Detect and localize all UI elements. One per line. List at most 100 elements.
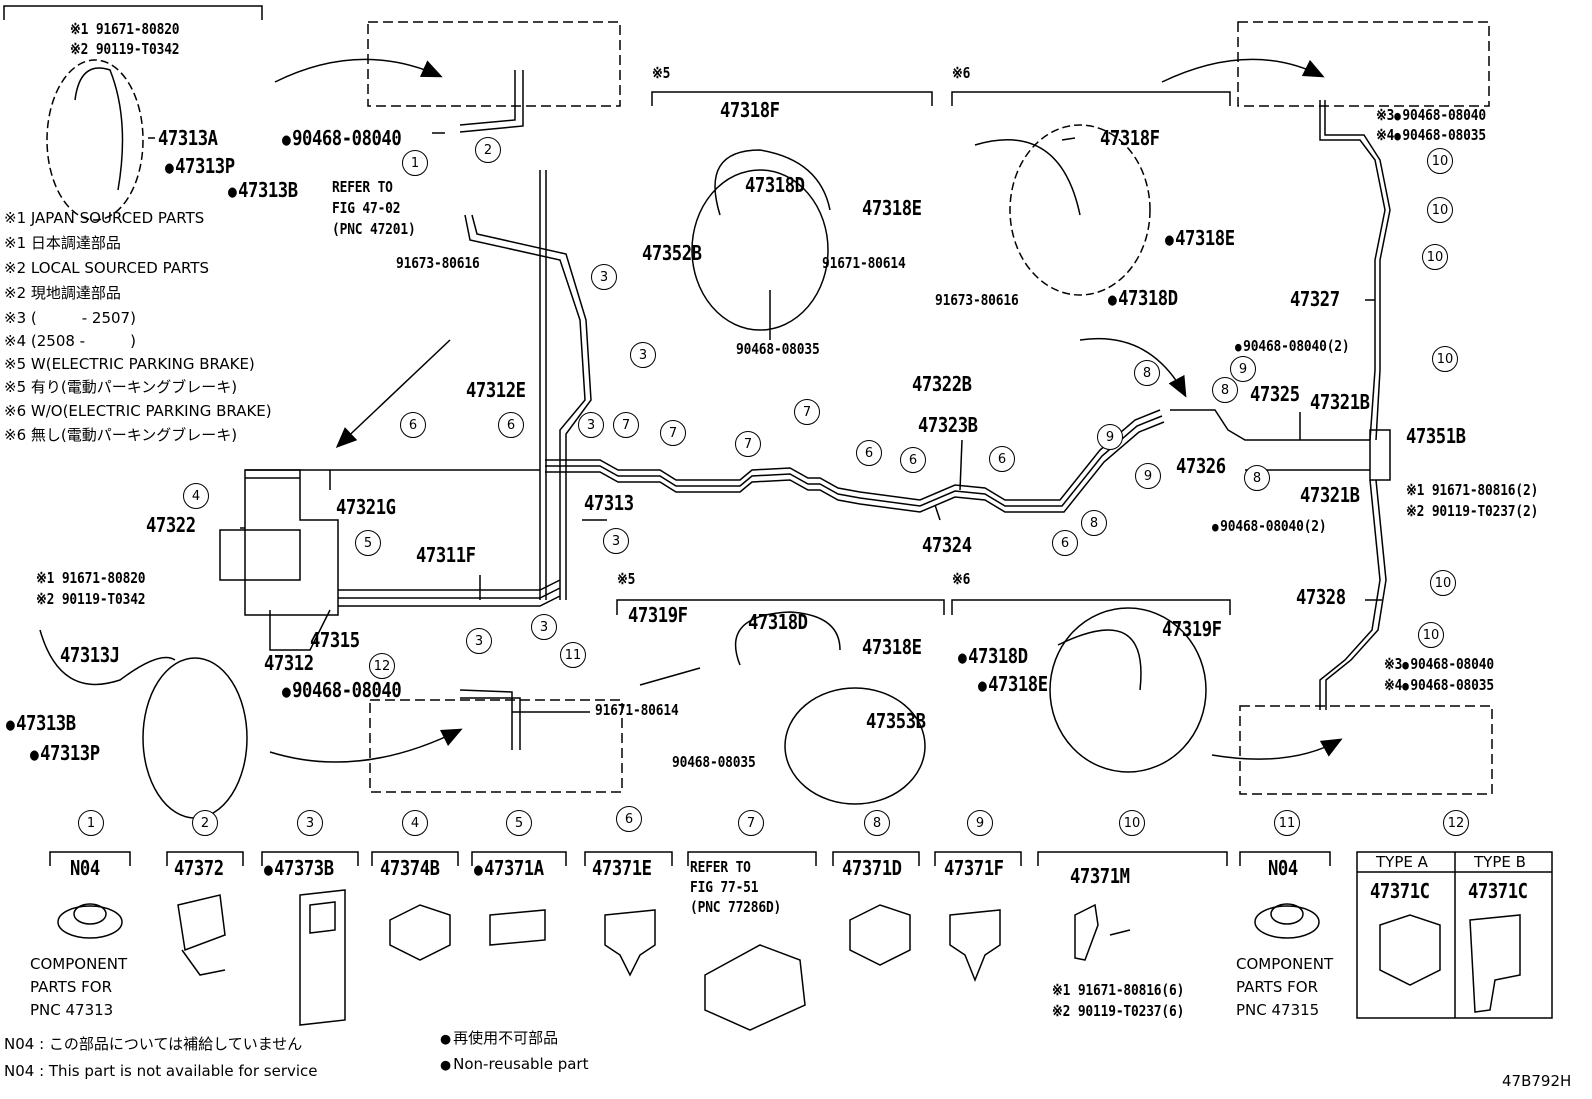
- detail-circle-bottom-mid: [784, 687, 926, 805]
- callout-47319F-b: 47319F: [1162, 617, 1222, 641]
- callout-47322: 47322: [146, 513, 196, 537]
- clip-47371F: [949, 909, 1001, 983]
- callout-47353B: 47353B: [866, 709, 926, 733]
- mark-2-c: ※2: [36, 590, 55, 608]
- mark-3-top: ※3: [1376, 106, 1395, 124]
- callout-47313A: 47313A: [158, 126, 218, 150]
- callout-47323B: 47323B: [918, 413, 978, 437]
- mark-5-top: ※5: [652, 64, 671, 82]
- abs-actuator: [244, 469, 339, 616]
- ref-circle-9: 9: [1230, 356, 1256, 382]
- note-3: ※3 ( - 2507): [4, 309, 136, 327]
- ref-circle-3: 3: [578, 412, 604, 438]
- catalog-desc-1a: COMPONENT: [30, 955, 128, 973]
- catalog-sub-10b: 90119-T0237(6): [1077, 1002, 1185, 1020]
- note-5-en: ※5 W(ELECTRIC PARKING BRAKE): [4, 355, 255, 373]
- zoom-box-top-right: [1237, 21, 1490, 107]
- catalog-part-12b: 47371C: [1468, 879, 1528, 903]
- ref-circle-1: 1: [402, 150, 428, 176]
- ref-circle-3: 3: [531, 614, 557, 640]
- ref-circle-7: 7: [613, 412, 639, 438]
- callout-47318D-c: 47318D: [748, 610, 808, 634]
- main-brake-line: [545, 409, 1161, 501]
- arrow-bracket-right: [1079, 338, 1187, 398]
- clip-47371A: [489, 909, 546, 946]
- mark-4-top: ※4: [1376, 126, 1395, 144]
- catalog-ref-11: 11: [1274, 810, 1300, 836]
- ref-circle-10: 10: [1430, 570, 1456, 596]
- callout-47327: 47327: [1290, 287, 1340, 311]
- catalog-part-12a: 47371C: [1370, 879, 1430, 903]
- ref-circle-5: 5: [355, 530, 381, 556]
- ref-circle-6: 6: [900, 447, 926, 473]
- bracket-w-epb-bottom: [616, 599, 945, 615]
- callout-90468-08040-2-a: 90468-08040(2): [1235, 339, 1350, 355]
- ref-circle-7: 7: [735, 431, 761, 457]
- hose-47313J: [39, 629, 176, 686]
- ref-circle-6: 6: [1052, 530, 1078, 556]
- catalog-sub-10a: 91671-80816(6): [1077, 981, 1185, 999]
- bracket-wo-epb-top: [951, 91, 1231, 106]
- callout-47351B: 47351B: [1406, 424, 1466, 448]
- rear-line-47327: [1319, 100, 1386, 441]
- callout-47313B-top: 47313B: [228, 180, 298, 201]
- detail-circle-bottom-left: [142, 657, 248, 819]
- callout-47313J: 47313J: [60, 643, 120, 667]
- callout-91671-80614-a: 91671-80614: [822, 254, 906, 272]
- ref-circle-10: 10: [1432, 346, 1458, 372]
- arrow-top-left: [274, 58, 443, 83]
- catalog-part-11: N04: [1268, 856, 1298, 880]
- footer-n04-jp: N04 : この部品については補給していません: [4, 1035, 303, 1053]
- bracket-top-left: [3, 5, 263, 20]
- catalog-desc-1b: PARTS FOR: [30, 978, 112, 996]
- clip-47371E: [604, 909, 656, 977]
- mark-2-d: ※2: [1052, 1002, 1071, 1020]
- detail-circle-bottom-right: [1049, 607, 1207, 773]
- ref-circle-6: 6: [856, 440, 882, 466]
- catalog-part-2: 47372: [174, 856, 224, 880]
- detail-circle-top-left: [46, 59, 144, 221]
- ref-circle-11: 11: [560, 642, 586, 668]
- catalog-ref-4: 4: [402, 810, 428, 836]
- callout-47312E: 47312E: [466, 378, 526, 402]
- ref-circle-7: 7: [794, 399, 820, 425]
- note-4: ※4 (2508 - ): [4, 332, 136, 350]
- ref-circle-3: 3: [591, 264, 617, 290]
- clip-47372: [177, 894, 226, 976]
- zoom-box-bottom-left: [369, 699, 623, 793]
- callout-47318E-c: 47318E: [862, 635, 922, 659]
- callout-47321G: 47321G: [336, 495, 396, 519]
- arrow-bottom-right: [1211, 738, 1343, 760]
- note-2-en: ※2 LOCAL SOURCED PARTS: [4, 259, 209, 277]
- note-6-jp: ※6 無し(電動パーキングブレーキ): [4, 426, 238, 444]
- callout-47324: 47324: [922, 533, 972, 557]
- callout-47352B: 47352B: [642, 241, 702, 265]
- catalog-type-b: TYPE B: [1474, 853, 1526, 871]
- ref-circle-2: 2: [475, 137, 501, 163]
- clip-47373B: [299, 889, 346, 1026]
- refer-fig-line2: FIG 47-02: [332, 199, 401, 217]
- callout-47318D-a: 47318D: [745, 173, 805, 197]
- callout-90468-08035-a: 90468-08035: [736, 340, 820, 358]
- callout-90468-08040-2-b: 90468-08040(2): [1212, 519, 1327, 535]
- callout-47319F-a: 47319F: [628, 603, 688, 627]
- catalog-refer-7b: FIG 77-51: [690, 878, 759, 896]
- callout-47318F-a: 47318F: [720, 98, 780, 122]
- hose-47313A: [74, 67, 124, 191]
- ref-circle-10: 10: [1422, 244, 1448, 270]
- catalog-part-1: N04: [70, 856, 100, 880]
- catalog-part-8: 47371D: [842, 856, 902, 880]
- refer-fig-line3: (PNC 47201): [332, 220, 416, 238]
- arrow-bracket-left: [335, 339, 451, 449]
- figure-code: 47B792H: [1502, 1072, 1572, 1090]
- ref-circle-6: 6: [498, 412, 524, 438]
- catalog-ref-2: 2: [192, 810, 218, 836]
- zoom-box-bottom-right: [1239, 705, 1493, 795]
- catalog-part-9: 47371F: [944, 856, 1004, 880]
- catalog-ref-7: 7: [738, 810, 764, 836]
- ref-circle-10: 10: [1427, 197, 1453, 223]
- catalog-refer-7c: (PNC 77286D): [690, 898, 782, 916]
- note-2-jp: ※2 現地調達部品: [4, 284, 121, 302]
- callout-91671-80614-b: 91671-80614: [595, 701, 679, 719]
